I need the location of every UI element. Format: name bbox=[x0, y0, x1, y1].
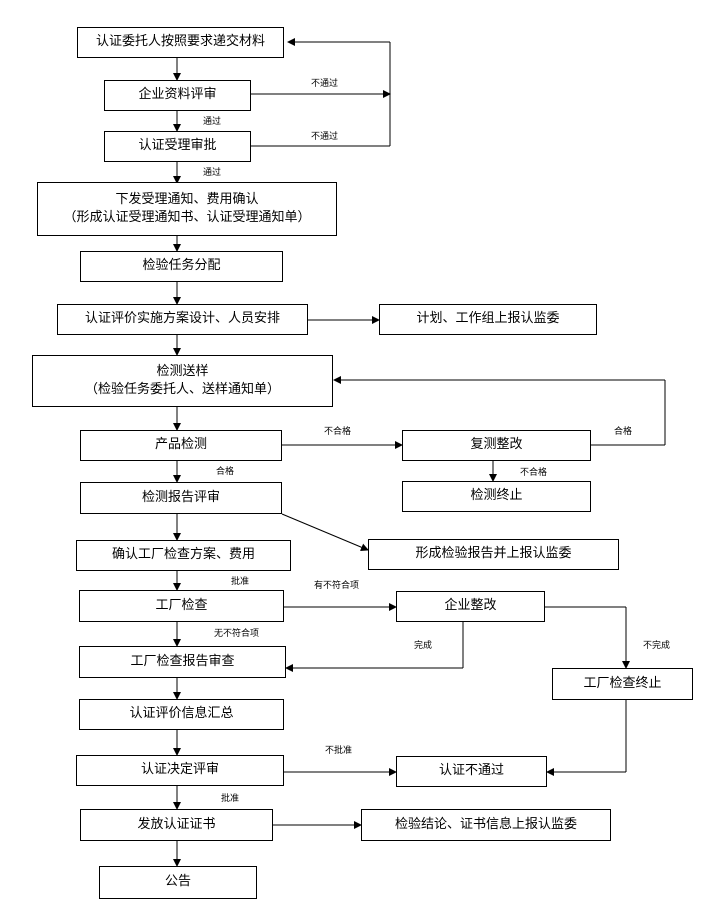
node-label: 认证受理审批 bbox=[138, 138, 217, 154]
node-label: 工厂检查终止 bbox=[583, 675, 662, 691]
node-enterprise-rectify: 企业整改 bbox=[396, 591, 545, 622]
node-confirm-factory-plan: 确认工厂检查方案、费用 bbox=[76, 540, 291, 571]
edge-label-pass-1: 通过 bbox=[203, 117, 222, 127]
node-doc-review: 企业资料评审 bbox=[104, 80, 251, 111]
edge-label-fail-2: 不通过 bbox=[311, 132, 339, 142]
node-label: 认证评价信息汇总 bbox=[129, 706, 234, 722]
node-label: 检验任务分配 bbox=[142, 258, 221, 274]
node-label: 工厂检查 bbox=[155, 597, 208, 613]
node-report-plan: 计划、工作组上报认监委 bbox=[379, 304, 597, 335]
node-report-conclusion: 检验结论、证书信息上报认监委 bbox=[361, 809, 611, 841]
node-label: 产品检测 bbox=[154, 437, 207, 453]
node-label: 检测报告评审 bbox=[141, 489, 220, 505]
edge-label-not-approved: 不批准 bbox=[325, 746, 353, 756]
node-label-line2: （形成认证受理通知书、认证受理通知单） bbox=[63, 210, 311, 225]
edge-label-not-completed: 不完成 bbox=[643, 641, 671, 651]
node-label: 复测整改 bbox=[470, 437, 523, 453]
edge-label-pass-2: 通过 bbox=[203, 168, 222, 178]
node-factory-stop: 工厂检查终止 bbox=[552, 668, 693, 700]
node-label: 认证委托人按照要求递交材料 bbox=[95, 34, 265, 50]
edge-label-unqualified: 不合格 bbox=[324, 427, 352, 437]
node-info-summary: 认证评价信息汇总 bbox=[79, 699, 284, 730]
edge-label-fail-1: 不通过 bbox=[311, 79, 339, 89]
node-label: 检验结论、证书信息上报认监委 bbox=[394, 816, 577, 832]
node-label: 认证评价实施方案设计、人员安排 bbox=[84, 311, 280, 327]
node-submit-materials: 认证委托人按照要求递交材料 bbox=[77, 27, 284, 58]
node-label-line1: 下发受理通知、费用确认 bbox=[115, 191, 259, 207]
node-label: 形成检验报告并上报认监委 bbox=[415, 546, 572, 562]
node-factory-inspection: 工厂检查 bbox=[79, 590, 284, 622]
node-label: 公告 bbox=[164, 874, 191, 890]
node-acceptance-notice: 下发受理通知、费用确认 （形成认证受理通知书、认证受理通知单） bbox=[37, 182, 337, 236]
node-retest: 复测整改 bbox=[402, 430, 591, 461]
node-not-passed: 认证不通过 bbox=[396, 756, 547, 787]
edge-label-approve-2: 批准 bbox=[221, 794, 240, 804]
node-announcement: 公告 bbox=[99, 866, 257, 899]
edge-label-qualified-retest: 合格 bbox=[614, 427, 633, 437]
node-label: 确认工厂检查方案、费用 bbox=[111, 547, 255, 563]
node-label: 认证不通过 bbox=[438, 763, 504, 779]
node-label-line1: 检测送样 bbox=[156, 363, 209, 379]
node-label: 企业整改 bbox=[444, 598, 497, 614]
node-label: 检测终止 bbox=[470, 488, 523, 504]
node-product-test: 产品检测 bbox=[80, 430, 282, 461]
node-label-line2: （检验任务委托人、送样通知单） bbox=[84, 382, 280, 397]
node-plan-design: 认证评价实施方案设计、人员安排 bbox=[57, 304, 308, 335]
edge-label-approve-1: 批准 bbox=[231, 577, 250, 587]
edge-label-qualified: 合格 bbox=[216, 467, 235, 477]
node-test-report-review: 检测报告评审 bbox=[80, 482, 282, 514]
node-decision-review: 认证决定评审 bbox=[76, 755, 284, 786]
edge-label-has-nonconform: 有不符合项 bbox=[314, 581, 360, 591]
node-accept-approval: 认证受理审批 bbox=[104, 131, 251, 162]
node-label: 发放认证证书 bbox=[137, 816, 216, 832]
node-label: 企业资料评审 bbox=[138, 87, 217, 103]
edge-label-unqualified-2: 不合格 bbox=[520, 468, 548, 478]
edge-label-completed: 完成 bbox=[414, 641, 433, 651]
node-label: 计划、工作组上报认监委 bbox=[416, 311, 560, 327]
edge-label-no-nonconform: 无不符合项 bbox=[214, 629, 260, 639]
node-form-report: 形成检验报告并上报认监委 bbox=[368, 539, 619, 570]
node-label: 认证决定评审 bbox=[140, 762, 219, 778]
node-issue-cert: 发放认证证书 bbox=[80, 809, 273, 841]
node-sample-delivery: 检测送样 （检验任务委托人、送样通知单） bbox=[32, 355, 333, 407]
node-label: 工厂检查报告审查 bbox=[130, 653, 235, 669]
node-task-assign: 检验任务分配 bbox=[80, 251, 283, 282]
node-factory-report-review: 工厂检查报告审查 bbox=[79, 646, 286, 678]
node-test-stop: 检测终止 bbox=[402, 481, 591, 512]
